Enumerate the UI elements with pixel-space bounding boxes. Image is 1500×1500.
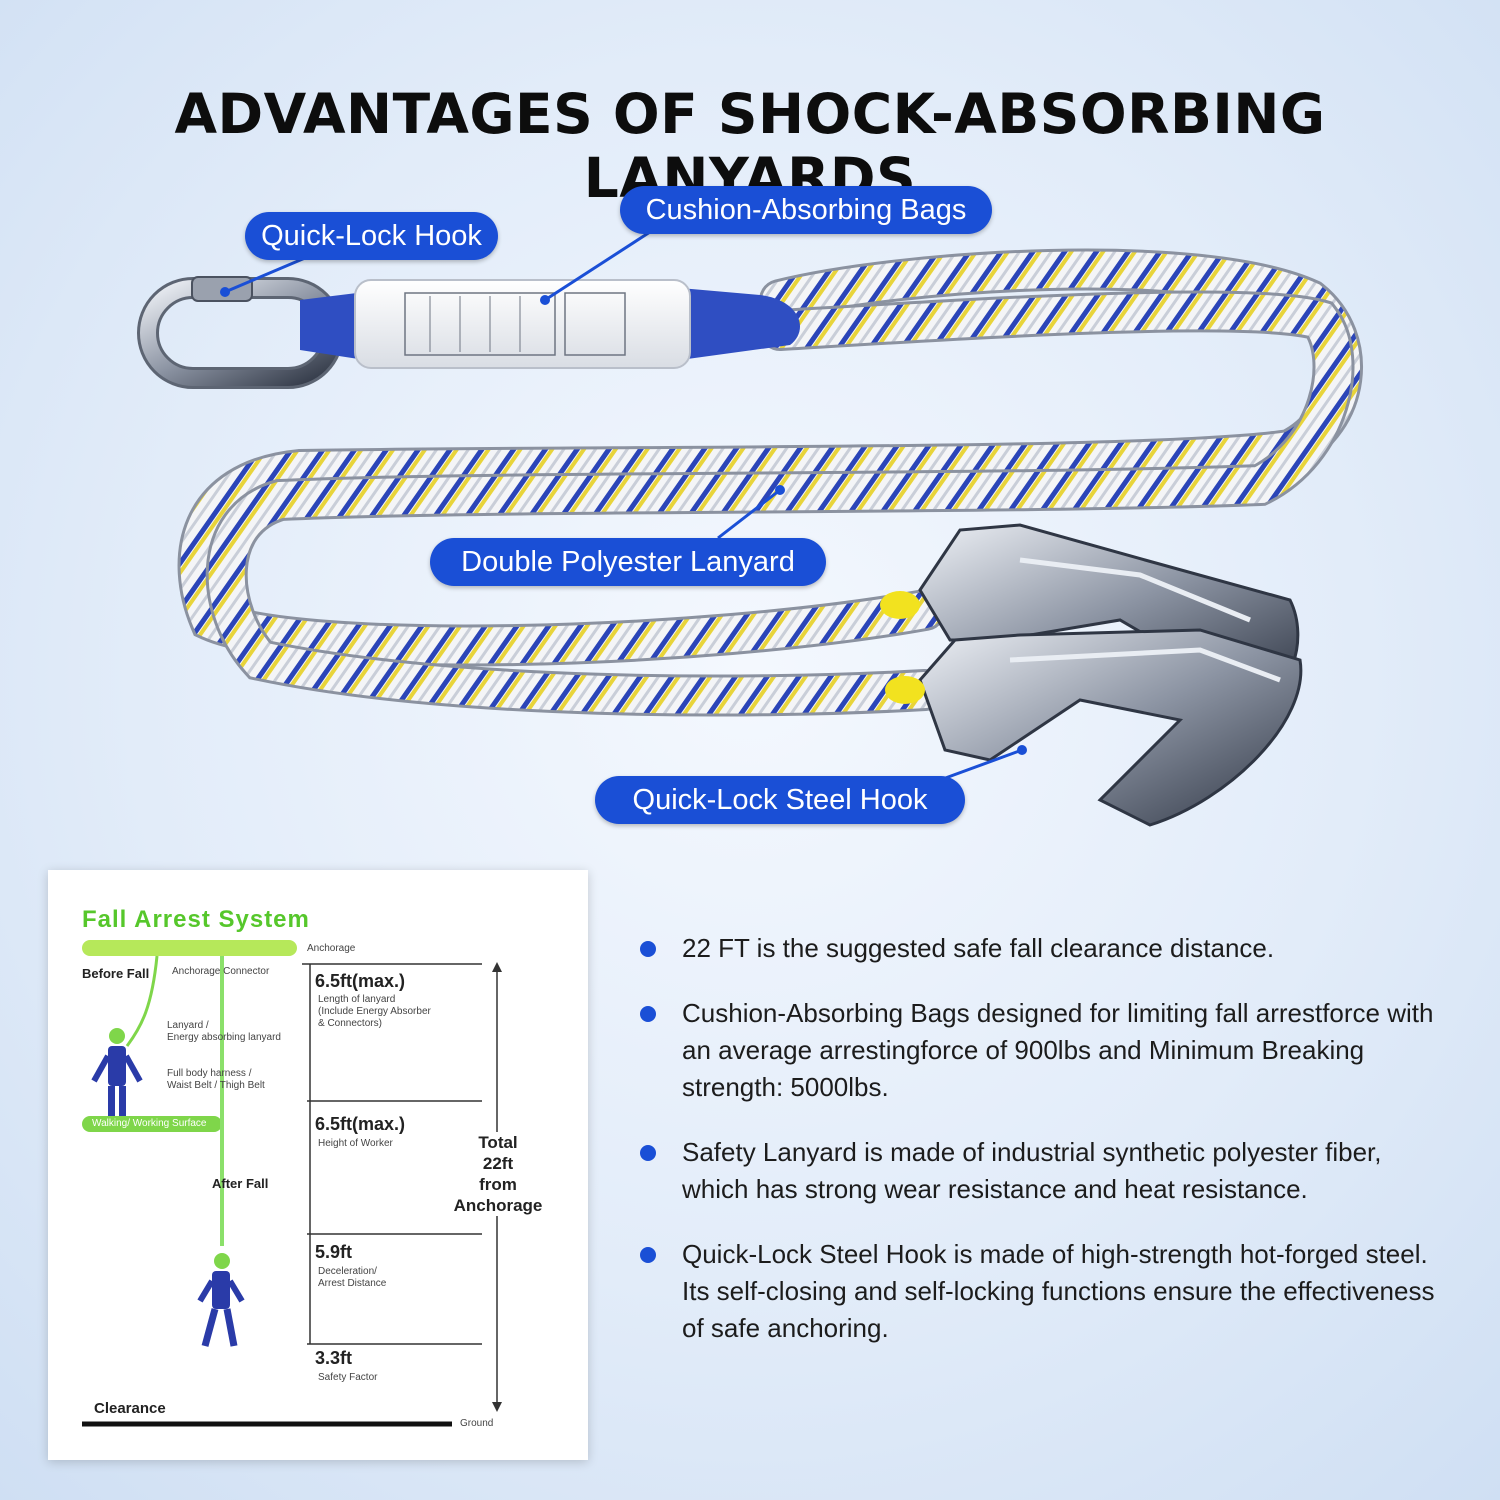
diagram-ground: Ground [460,1418,494,1429]
feature-item: Cushion-Absorbing Bags designed for limi… [640,995,1440,1106]
callout-quick-lock-hook: Quick-Lock Hook [245,212,498,260]
diagram-before-fall: Before Fall [82,966,150,981]
measure-safety-desc: Safety Factor [318,1372,378,1383]
diagram-total: Total 22ft from Anchorage [452,1132,544,1216]
steel-hook-icon [880,523,1303,827]
measure-lanyard-value: 6.5ft(max.) [315,971,406,991]
feature-item: Quick-Lock Steel Hook is made of high-st… [640,1236,1440,1347]
cushion-bag [354,279,691,369]
bullet-icon [640,1247,656,1263]
feature-item: 22 FT is the suggested safe fall clearan… [640,930,1440,967]
worker-after-icon [197,1253,245,1347]
feature-text: Safety Lanyard is made of industrial syn… [682,1137,1382,1204]
bullet-icon [640,941,656,957]
diagram-lines [82,940,502,1427]
measure-worker-desc: Height of Worker [318,1138,393,1149]
diagram-anchorage-connector: Anchorage Connector [172,966,270,977]
measure-decel-value: 5.9ft [315,1242,353,1262]
feature-list: 22 FT is the suggested safe fall clearan… [640,930,1440,1375]
feature-text: Quick-Lock Steel Hook is made of high-st… [682,1239,1435,1343]
diagram-after-fall: After Fall [212,1176,269,1191]
measure-lanyard-desc: Length of lanyard (Include Energy Absorb… [318,994,431,1029]
bullet-icon [640,1145,656,1161]
diagram-clearance: Clearance [94,1400,166,1417]
callout-cushion-bags: Cushion-Absorbing Bags [620,186,992,234]
diagram-anchorage: Anchorage [307,943,356,954]
measure-safety-value: 3.3ft [315,1348,353,1368]
callout-leaders [224,230,1023,782]
diagram-harness-note: Full body harness / Waist Belt / Thigh B… [167,1068,265,1091]
page-title: ADVANTAGES OF SHOCK-ABSORBING LANYARDS [174,82,1326,210]
callout-steel-hook: Quick-Lock Steel Hook [595,776,965,824]
diagram-working-surface: Walking/ Working Surface [92,1118,207,1129]
feature-text: Cushion-Absorbing Bags designed for limi… [682,998,1434,1102]
diagram-title: Fall Arrest System [82,906,310,933]
bullet-icon [640,1006,656,1022]
worker-before-icon [91,1028,143,1116]
fall-arrest-diagram: Fall Arrest System Anchorage Before Fall… [48,870,588,1460]
diagram-lanyard-note: Lanyard / Energy absorbing lanyard [167,1020,281,1043]
feature-text: 22 FT is the suggested safe fall clearan… [682,933,1275,963]
callout-double-lanyard: Double Polyester Lanyard [430,538,826,586]
measure-worker-value: 6.5ft(max.) [315,1114,406,1134]
feature-item: Safety Lanyard is made of industrial syn… [640,1134,1440,1208]
double-rope [177,248,1363,717]
measure-decel-desc: Deceleration/ Arrest Distance [318,1266,387,1289]
lanyard-product-image [137,230,1363,827]
